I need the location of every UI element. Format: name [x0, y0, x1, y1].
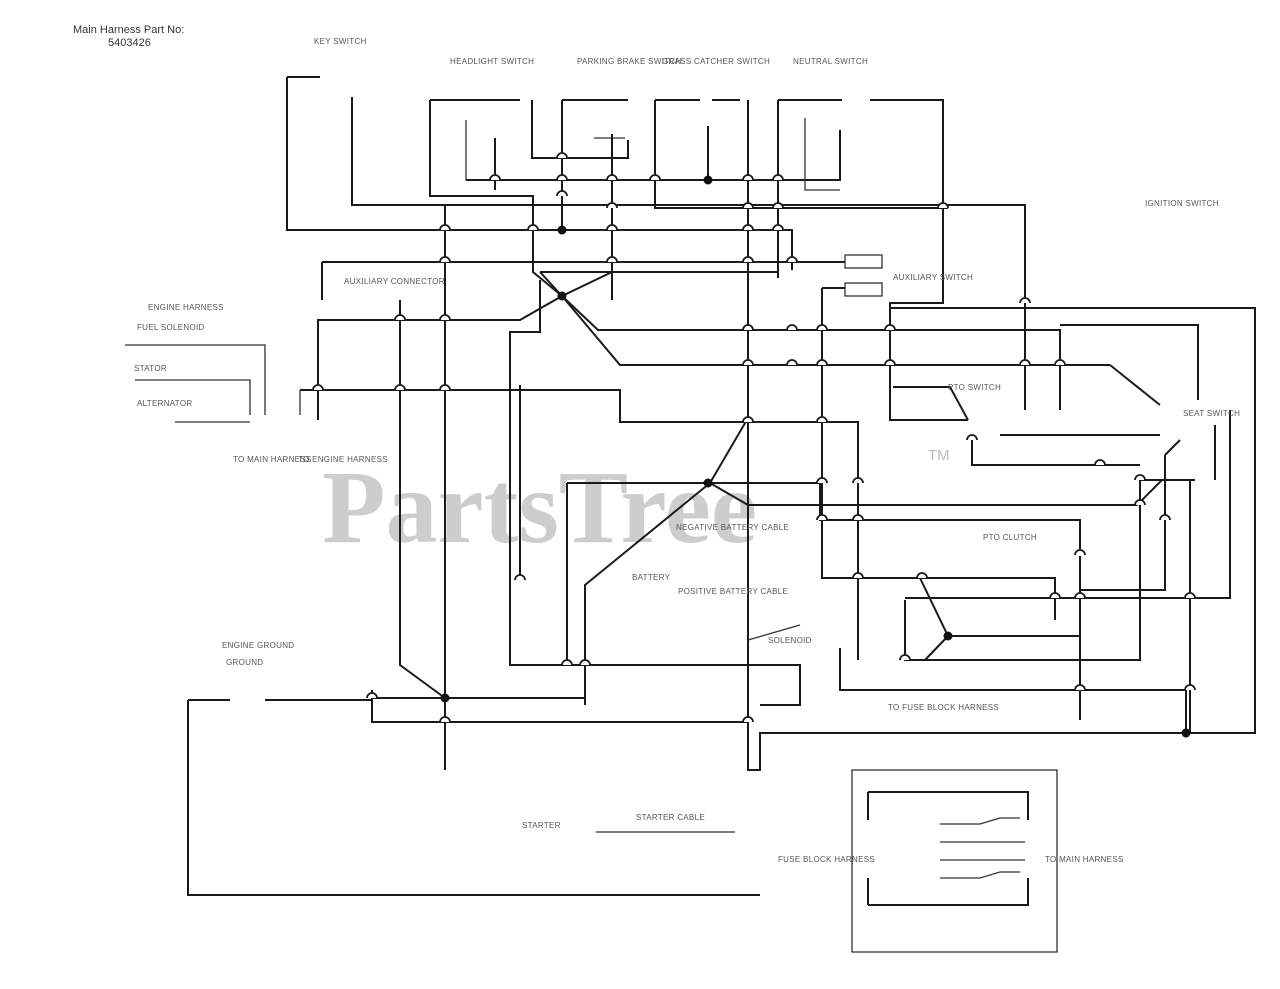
- seat-switch-label: SEAT SWITCH: [1183, 409, 1240, 418]
- parking-brake-switch-label: PARKING BRAKE SWITCH: [577, 57, 682, 66]
- starter-cable-label: STARTER CABLE: [636, 813, 705, 822]
- alternator-label: ALTERNATOR: [137, 399, 192, 408]
- grass-catcher-switch-label: GRASS CATCHER SWITCH: [662, 57, 770, 66]
- auxiliary-connector-label: AUXILIARY CONNECTOR: [344, 277, 445, 286]
- engine-ground-label: ENGINE GROUND: [222, 641, 294, 650]
- auxiliary-switch-contact-1: [844, 254, 883, 269]
- crossovers: [312, 152, 1196, 723]
- watermark-tm: TM: [928, 447, 950, 464]
- headlight-switch-label: HEADLIGHT SWITCH: [450, 57, 534, 66]
- pto-switch-label: PTO SWITCH: [948, 383, 1001, 392]
- stator-label: STATOR: [134, 364, 167, 373]
- ignition-switch-label: IGNITION SWITCH: [1145, 199, 1219, 208]
- fuse-block-harness-label: FUSE BLOCK HARNESS: [778, 855, 875, 864]
- wires: [125, 76, 1256, 896]
- auxiliary-switch-contact-2: [844, 282, 883, 297]
- engine-harness-label: ENGINE HARNESS: [148, 303, 224, 312]
- positive-battery-cable-label: POSITIVE BATTERY CABLE: [678, 587, 788, 596]
- pto-clutch-label: PTO CLUTCH: [983, 533, 1037, 542]
- fuel-solenoid-label: FUEL SOLENOID: [137, 323, 205, 332]
- solenoid-label: SOLENOID: [768, 636, 812, 645]
- battery-label: BATTERY: [632, 573, 671, 582]
- harness-title: Main Harness Part No:: [73, 24, 184, 36]
- starter-label: STARTER: [522, 821, 561, 830]
- ground-label: GROUND: [226, 658, 263, 667]
- fuse-block-harness-top-label: TO FUSE BLOCK HARNESS: [888, 703, 999, 712]
- key-switch-label: KEY SWITCH: [314, 37, 367, 46]
- to-main-harness-label: TO MAIN HARNESS: [233, 455, 312, 464]
- harness-part-number: 5403426: [108, 37, 151, 49]
- watermark: PartsTree: [322, 450, 757, 565]
- negative-battery-cable-label: NEGATIVE BATTERY CABLE: [676, 523, 789, 532]
- fuse-block-harness: [851, 769, 1058, 953]
- main-harness-bottom-label: TO MAIN HARNESS: [1045, 855, 1124, 864]
- auxiliary-switch-label: AUXILIARY SWITCH: [893, 273, 973, 282]
- junction-nodes: [440, 175, 1191, 738]
- neutral-switch-label: NEUTRAL SWITCH: [793, 57, 868, 66]
- to-engine-harness-label: TO ENGINE HARNESS: [298, 455, 388, 464]
